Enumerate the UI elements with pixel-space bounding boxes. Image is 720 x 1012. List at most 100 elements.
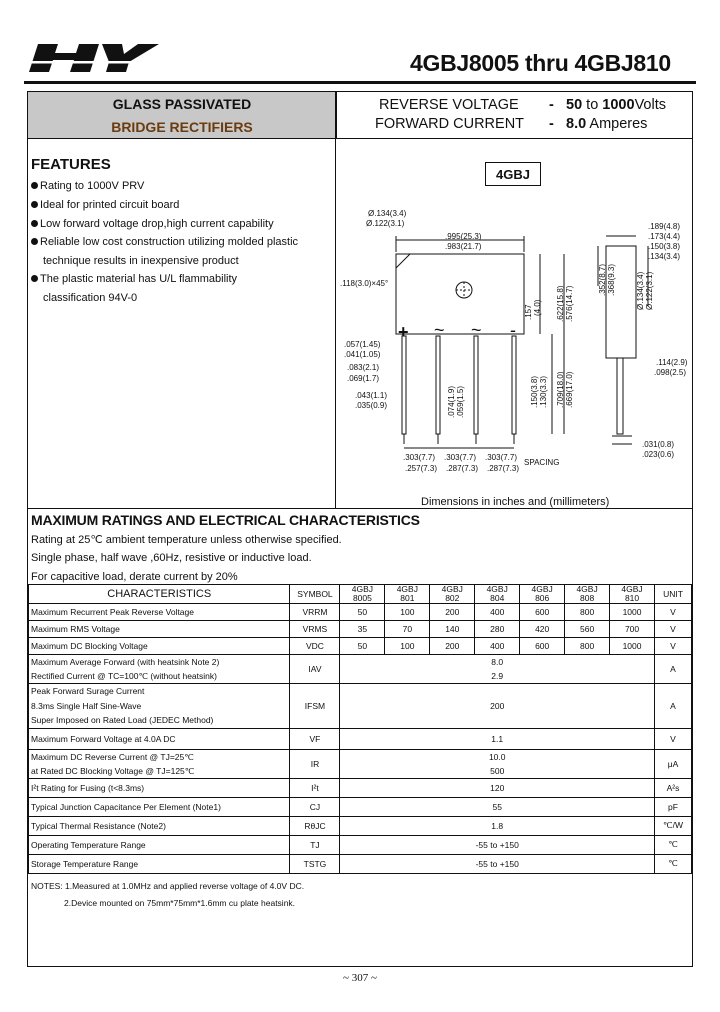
row-value: 1000	[609, 637, 655, 655]
dim-b4: .287(7.3)	[446, 464, 479, 473]
row-value: 1000	[609, 603, 655, 621]
row-value: 200	[429, 637, 476, 655]
feature-item: Ideal for printed circuit board	[31, 199, 179, 211]
row-label: Operating Temperature Range	[27, 834, 291, 855]
feature-item-continued: technique results in inexpensive product	[43, 255, 239, 267]
header-rule	[24, 81, 696, 84]
row-label: Typical Thermal Resistance (Note2)	[27, 815, 291, 836]
row-value: 200	[429, 603, 476, 621]
row-value: 50	[339, 637, 386, 655]
feature-item: Low forward voltage drop,high current ca…	[31, 218, 274, 230]
dim-width-max: .995(25.3)	[445, 232, 482, 241]
dim-spacing: SPACING	[524, 458, 560, 467]
table-row: Maximum DC Blocking Voltage VDC 50 100 2…	[27, 637, 692, 655]
row-symbol: IFSM	[289, 683, 341, 729]
dim-h2: .622(15.8)	[556, 285, 565, 322]
dim-hole-min: Ø.122(3.1)	[366, 219, 405, 228]
table-row: Typical Thermal Resistance (Note2) RθJC …	[27, 815, 692, 836]
row-value: 100	[384, 637, 431, 655]
dim-r2: .173(4.4)	[648, 232, 681, 241]
row-unit: μA	[654, 748, 692, 779]
dim-c5: .709(18.0)	[556, 371, 565, 408]
row-unit: V	[654, 603, 692, 621]
page-number: ~ 307 ~	[343, 972, 377, 984]
row-value: 700	[609, 620, 655, 638]
package-outline-drawing	[395, 235, 649, 449]
feature-item: The plastic material has U/L flammabilit…	[31, 273, 237, 285]
row-value: 70	[384, 620, 431, 638]
dim-l5: .043(1.1)	[355, 391, 388, 400]
dim-h1: .157	[524, 304, 533, 320]
row-value: 35	[339, 620, 386, 638]
row-value: -55 to +150	[339, 834, 655, 855]
table-row: Typical Junction Capacitance Per Element…	[27, 796, 692, 817]
row-value: 200	[339, 683, 655, 729]
bullet-icon	[31, 201, 38, 208]
dim-l3: .083(2.1)	[347, 363, 380, 372]
row-value: 1.1	[339, 727, 655, 750]
row-symbol: CJ	[289, 796, 341, 817]
part-title: 4GBJ8005 thru 4GBJ810	[410, 50, 671, 76]
dim-b3: .303(7.7)	[444, 453, 477, 462]
row-value: 600	[519, 637, 566, 655]
row-symbol: VF	[289, 727, 341, 750]
row-label: Maximum DC Blocking Voltage	[27, 637, 291, 655]
feature-item: Rating to 1000V PRV	[31, 180, 144, 192]
company-logo	[28, 38, 160, 78]
feature-item-continued: classification 94V-0	[43, 292, 138, 304]
row-unit: V	[654, 637, 692, 655]
dim-c2: .059(1.5)	[456, 385, 465, 418]
table-row: Maximum RMS Voltage VRMS 35 70 140 280 4…	[27, 620, 692, 638]
bullet-icon	[31, 220, 38, 227]
row-unit: V	[654, 727, 692, 750]
row-symbol: VRMS	[289, 620, 341, 638]
row-label: Maximum Forward Voltage at 4.0A DC	[27, 727, 291, 750]
forward-current-label: FORWARD CURRENT	[375, 116, 525, 132]
row-unit: ℃/W	[654, 815, 692, 836]
header-symbol: SYMBOL	[289, 584, 341, 604]
dim-b1: .303(7.7)	[403, 453, 436, 462]
table-row: Maximum Forward Voltage at 4.0A DC VF 1.…	[27, 727, 692, 750]
dim-rr2: .098(2.5)	[654, 368, 687, 377]
row-value: 140	[429, 620, 476, 638]
dim-h2b: .576(14.7)	[565, 285, 574, 322]
row-value: 120	[339, 777, 655, 798]
lead-ac-marker: ~	[471, 320, 482, 340]
dim-h4: Ø.134(3.4)	[636, 271, 645, 310]
table-row: Operating Temperature Range TJ -55 to +1…	[27, 834, 692, 855]
note-2: 2.Device mounted on 75mm*75mm*1.6mm cu p…	[64, 898, 296, 908]
dim-r4: .134(3.4)	[648, 252, 681, 261]
ratings-heading: MAXIMUM RATINGS AND ELECTRICAL CHARACTER…	[31, 512, 420, 528]
row-value: 600	[519, 603, 566, 621]
row-value: 400	[474, 603, 521, 621]
dim-l6: .035(0.9)	[355, 401, 388, 410]
row-value: 800	[564, 637, 611, 655]
header-unit: UNIT	[654, 584, 692, 604]
dim-c1: .074(1.9)	[447, 385, 456, 418]
dim-b2: .257(7.3)	[405, 464, 438, 473]
header-divider	[28, 138, 692, 139]
dim-chamfer: .118(3.0)×45°	[340, 279, 389, 288]
dim-h3: .352(8.7)	[598, 263, 607, 296]
bullet-icon	[31, 238, 38, 245]
table-row: Maximum Average Forward (with heatsink N…	[27, 654, 692, 684]
row-symbol: IAV	[289, 654, 341, 684]
row-symbol: TSTG	[289, 853, 341, 874]
row-symbol: I²t	[289, 777, 341, 798]
bullet-icon	[31, 275, 38, 282]
package-name: 4GBJ	[485, 162, 541, 186]
datasheet-frame	[27, 91, 693, 967]
reverse-voltage-dash: -	[549, 97, 554, 113]
row-unit: ℃	[654, 834, 692, 855]
reverse-voltage-label: REVERSE VOLTAGE	[379, 97, 519, 113]
